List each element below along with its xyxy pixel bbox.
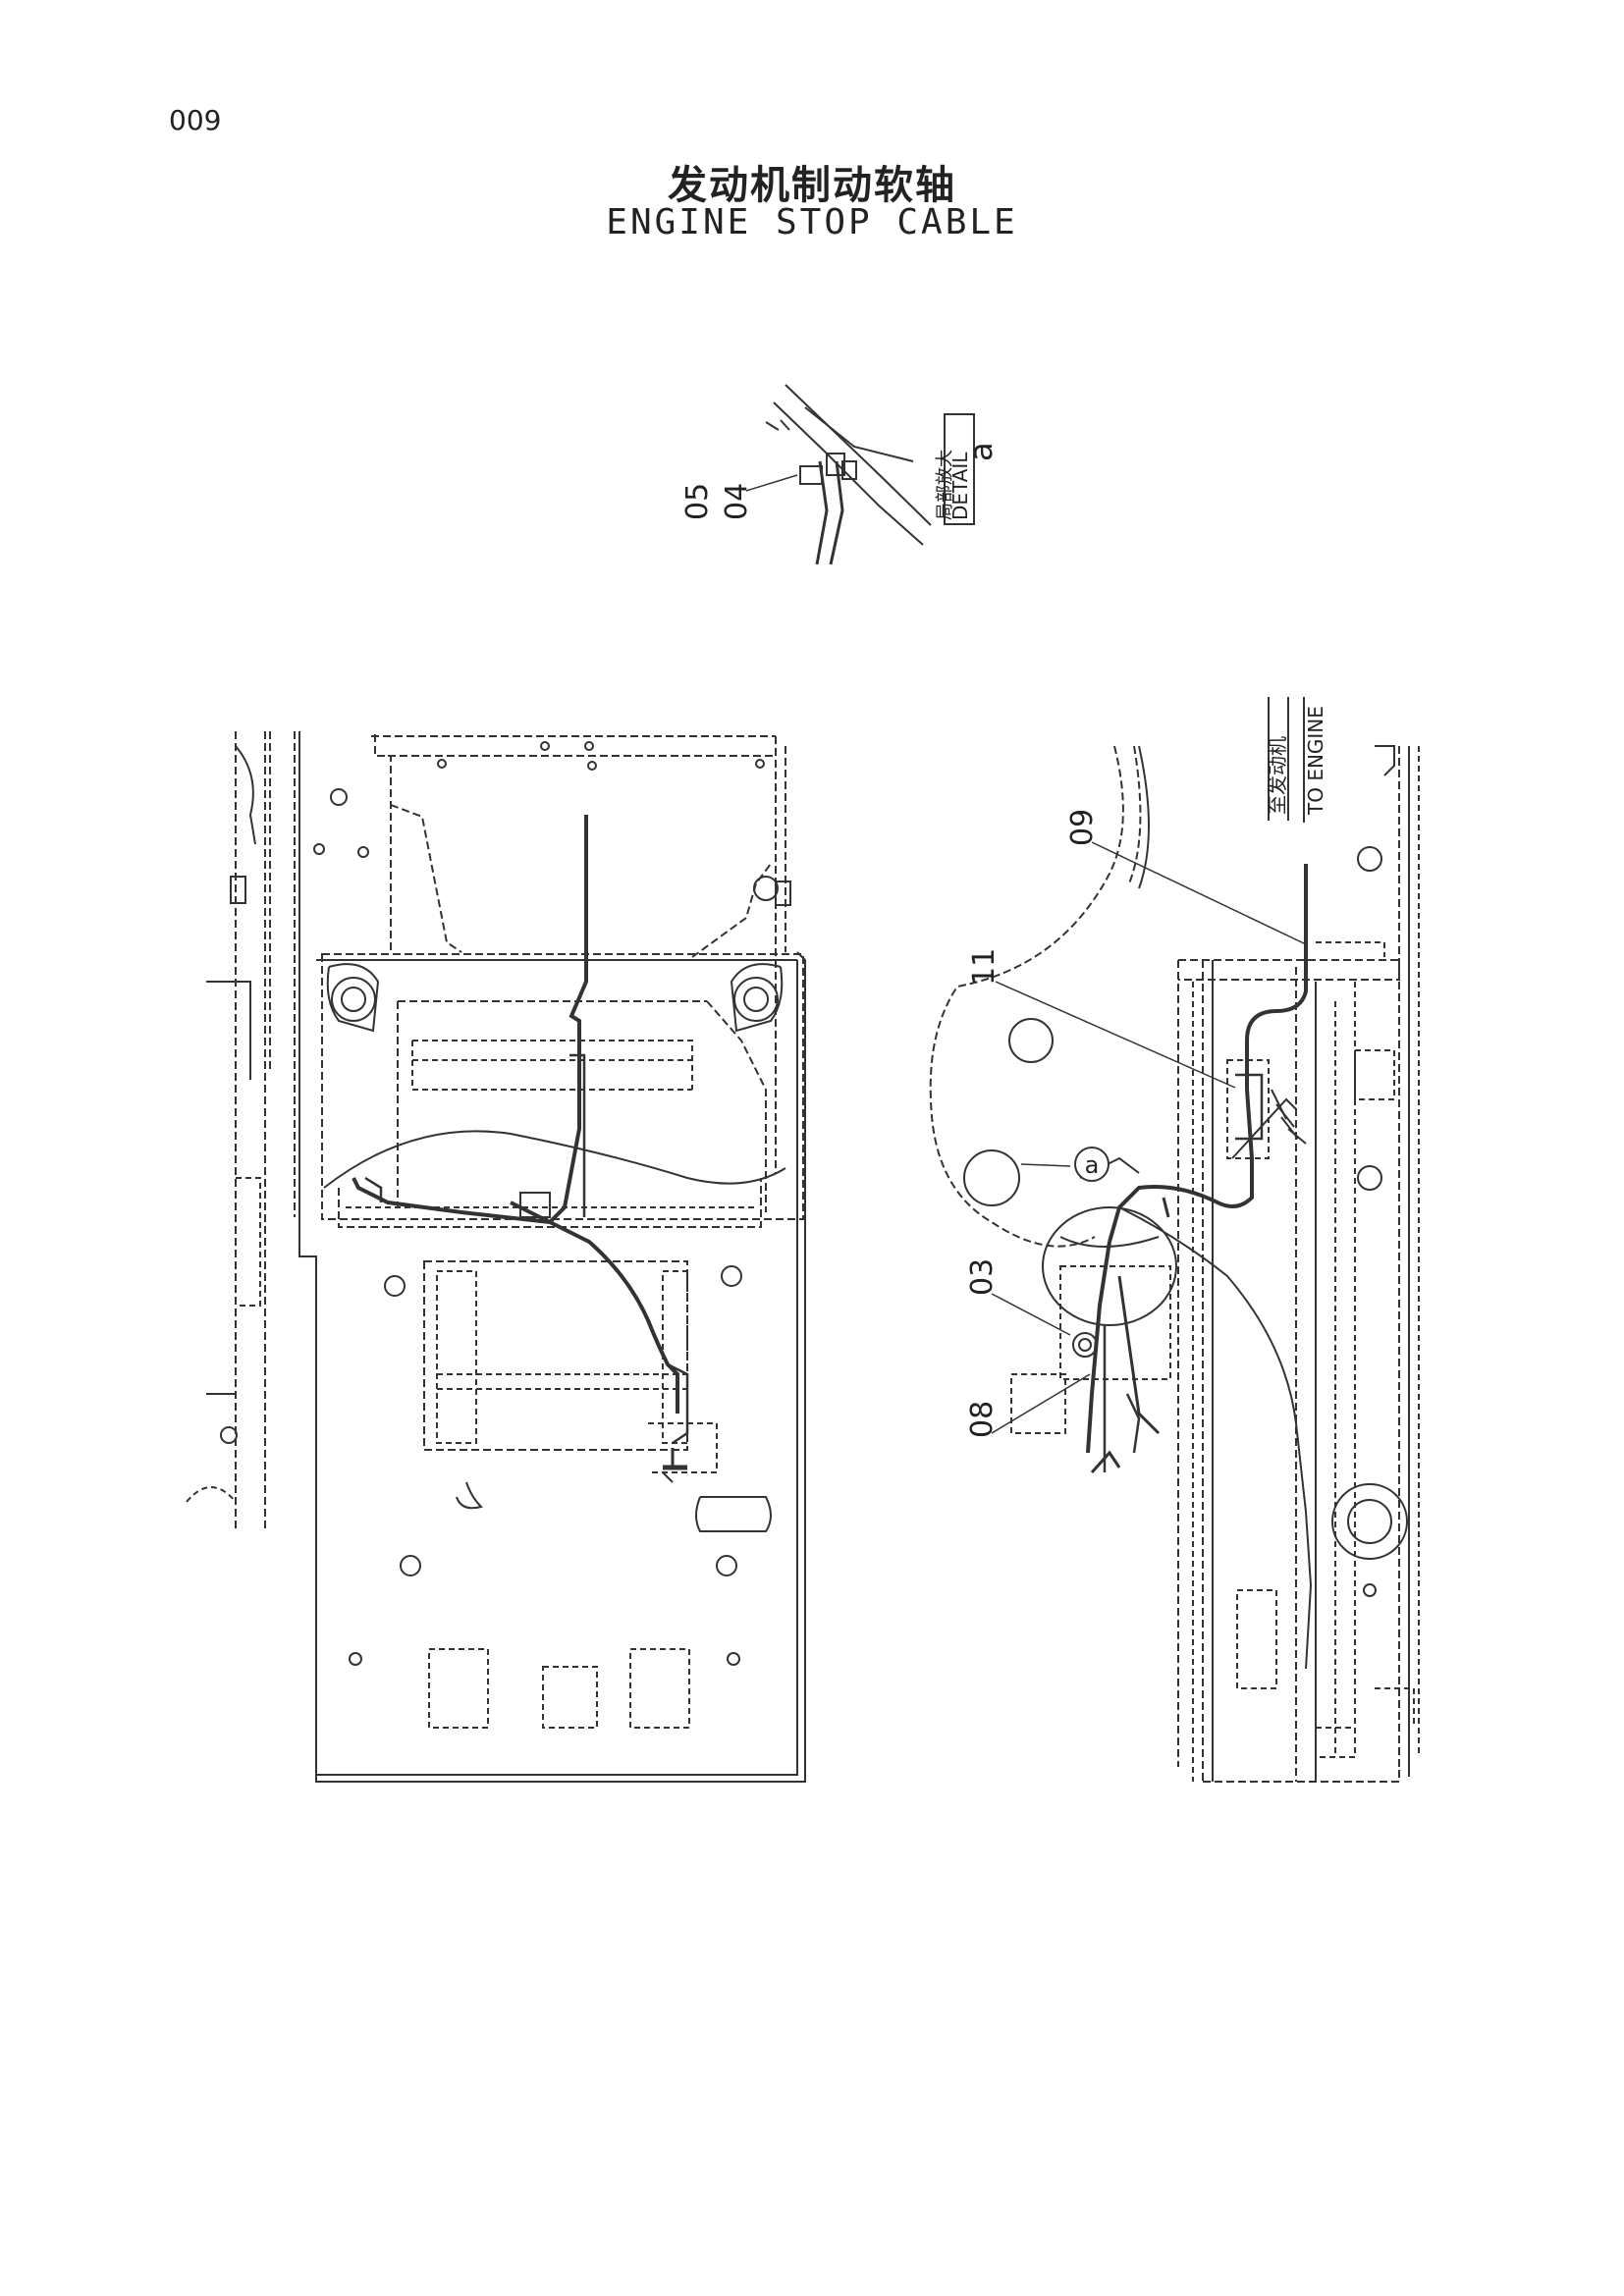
to-engine-label-en: TO ENGINE [1304, 706, 1327, 816]
detail-label-en: DETAIL [948, 452, 972, 520]
detail-letter: a [962, 442, 1000, 461]
to-engine-label-cn: 至发动机 [1266, 736, 1289, 815]
title-english: ENGINE STOP CABLE [606, 202, 1018, 242]
right-side-elevation-view [929, 745, 1420, 1783]
callout-a-letter: a [1085, 1151, 1100, 1179]
part-number-04: 04 [720, 483, 754, 520]
detail-label-cn: 局部放大 [935, 450, 955, 520]
page-number: 009 [169, 104, 222, 136]
part-number-11: 11 [967, 948, 1001, 986]
part-number-09: 09 [1065, 809, 1100, 846]
part-number-08: 08 [965, 1401, 1000, 1438]
left-top-plan-view [186, 731, 806, 1783]
detail-a-view [745, 384, 932, 565]
part-number-03: 03 [965, 1258, 1000, 1296]
title-chinese: 发动机制动软轴 [668, 163, 956, 208]
part-number-05: 05 [680, 483, 715, 520]
callout-a-circle [1074, 1147, 1110, 1182]
